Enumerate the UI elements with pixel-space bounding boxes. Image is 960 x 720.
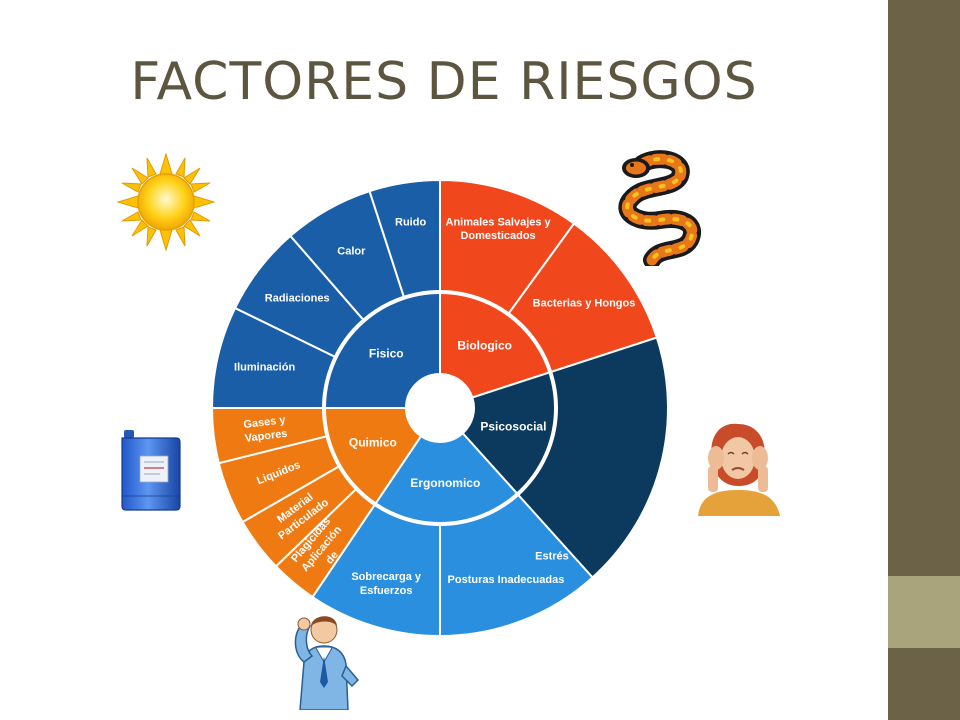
- stressed-woman-icon: [698, 423, 780, 516]
- snake-icon: [618, 150, 701, 266]
- item-label-fisico-2: Calor: [337, 245, 366, 257]
- category-label-quimico: Quimico: [349, 436, 397, 450]
- category-label-psicosocial: Psicosocial: [480, 420, 546, 434]
- category-label-ergonomico: Ergonomico: [410, 476, 480, 490]
- slide-title: FACTORES DE RIESGOS: [130, 52, 758, 112]
- side-accent-block: [888, 576, 960, 648]
- item-label-psicosocial-0: Estrés: [535, 550, 569, 562]
- item-label-ergonomico-0: Posturas Inadecuadas: [448, 574, 565, 586]
- item-label-fisico-3: Ruido: [395, 216, 426, 228]
- category-label-fisico: Fisico: [369, 346, 404, 360]
- tired-man-icon: [294, 616, 360, 710]
- item-label-fisico-0: Iluminación: [234, 361, 295, 373]
- sun-icon: [116, 152, 216, 252]
- item-label-quimico-3: Gases yVapores: [242, 414, 288, 445]
- item-label-fisico-1: Radiaciones: [265, 292, 330, 304]
- item-label-biologico-1: Bacterias y Hongos: [533, 297, 636, 309]
- category-label-biologico: Biologico: [457, 339, 512, 353]
- wheel-hub: [406, 374, 474, 442]
- chemical-container-icon: [121, 430, 181, 511]
